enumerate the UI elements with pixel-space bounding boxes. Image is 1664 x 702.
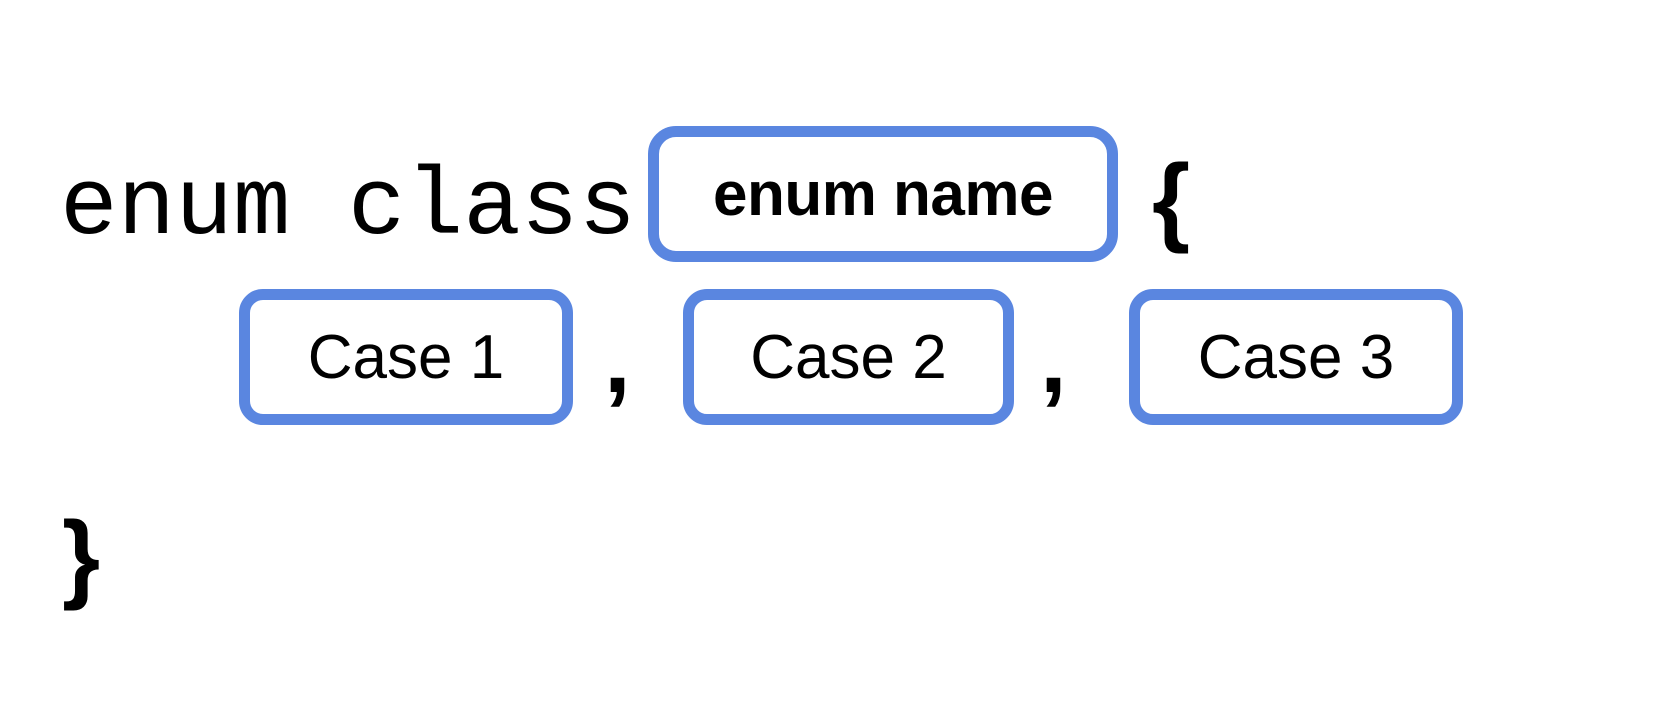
close-brace: } [62, 501, 101, 611]
case-slot-3[interactable]: Case 3 [1129, 289, 1463, 425]
case-slot-1[interactable]: Case 1 [239, 289, 573, 425]
separator-comma-1: , [604, 306, 631, 413]
enum-name-slot-label: enum name [712, 159, 1054, 229]
keyword-enum-class: enum class [60, 153, 637, 262]
case-slot-3-label: Case 3 [1197, 322, 1395, 392]
separator-comma-2: , [1040, 306, 1067, 413]
case-slot-2-label: Case 2 [750, 322, 947, 392]
case-slot-1-label: Case 1 [307, 322, 505, 392]
open-brace: { [1152, 144, 1191, 254]
enum-name-slot[interactable]: enum name [648, 126, 1118, 262]
case-slot-2[interactable]: Case 2 [683, 289, 1014, 425]
